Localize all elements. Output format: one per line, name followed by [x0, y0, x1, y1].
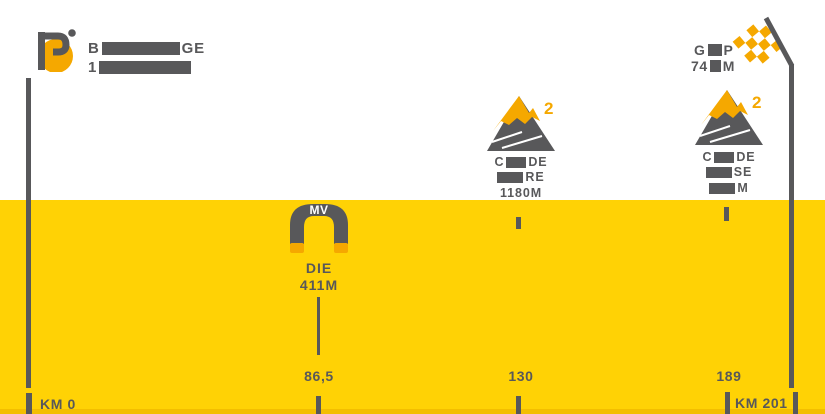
- cyclist-body: [38, 32, 45, 70]
- finish-flag-icon: [732, 16, 795, 68]
- finish-name-prefix: G: [694, 42, 706, 58]
- finish-name-label: G P: [694, 42, 733, 58]
- start-altitude-label: 1: [88, 59, 192, 76]
- finish-km-label: KM 201: [735, 395, 788, 411]
- mountain-summit: [493, 96, 540, 131]
- checkered-pattern: [732, 24, 784, 64]
- cyclist-head: [68, 29, 76, 37]
- finish-altitude-suffix: M: [722, 58, 736, 74]
- start-cyclist-icon: [38, 29, 76, 72]
- redaction-block: [707, 44, 722, 56]
- mountain-summit: [701, 90, 748, 125]
- start-name-suffix: GE: [181, 40, 205, 57]
- start-km-label: KM 0: [40, 396, 76, 412]
- climb-name-suffix: DE: [736, 150, 756, 164]
- climb-name-line2: RE: [466, 170, 576, 184]
- climb-category-2-icon: 2: [695, 90, 763, 145]
- sprint-altitude-label: 411M: [299, 277, 339, 293]
- cyclist-arm: [41, 32, 70, 56]
- sprint-town-label: DIE: [305, 260, 333, 276]
- sprint-connector-line: [317, 297, 320, 355]
- climb-km-tick: [725, 392, 730, 414]
- redaction-block: [709, 182, 736, 194]
- climb-km-label: 130: [508, 368, 534, 384]
- sprint-km-label: 86,5: [304, 368, 334, 384]
- climb-name-suffix: SE: [733, 165, 753, 179]
- finish-km-tick: [793, 392, 798, 414]
- mountain-road-lines: [491, 131, 543, 149]
- climb-name-line2: SE: [674, 165, 784, 179]
- climb-category-2-icon: 2: [487, 96, 555, 151]
- climb-altitude-label: 1180M: [466, 186, 576, 200]
- start-line: [26, 78, 31, 388]
- redaction-block: [497, 171, 524, 183]
- sprint-km-tick: [316, 396, 321, 414]
- redaction-block: [101, 42, 180, 55]
- finish-altitude-prefix: 74: [691, 58, 708, 74]
- redaction-block: [506, 156, 527, 168]
- start-name-prefix: B: [88, 40, 100, 57]
- finish-name-suffix: P: [723, 42, 734, 58]
- climb-km-tick: [516, 396, 521, 414]
- climb-name-suffix: RE: [525, 170, 545, 184]
- flag-pole: [763, 16, 795, 68]
- finish-line: [789, 64, 794, 388]
- climb-altitude-suffix: M: [737, 181, 749, 195]
- bottom-accent-strip: [0, 409, 825, 414]
- climb-altitude-label: M: [674, 181, 784, 195]
- sprint-arch-icon: MV: [290, 203, 348, 253]
- start-altitude-prefix: 1: [88, 59, 98, 76]
- climb-category-number: 2: [752, 93, 761, 112]
- climb-name-suffix: DE: [528, 155, 548, 169]
- start-name-label: B GE: [88, 40, 205, 57]
- arch-foot: [334, 243, 348, 253]
- climb-category-number: 2: [544, 99, 553, 118]
- arch-label: MV: [310, 203, 329, 217]
- climb-connector-line: [516, 217, 521, 229]
- climb-connector-line: [724, 207, 729, 221]
- redaction-block: [709, 60, 721, 72]
- climb-km-label: 189: [716, 368, 742, 384]
- mountain-road-lines: [699, 125, 751, 143]
- climb-name-prefix: C: [702, 150, 713, 164]
- redaction-block: [99, 61, 192, 74]
- arch-body: [290, 204, 348, 244]
- yellow-band: [0, 200, 825, 414]
- climb-altitude: 1180M: [499, 186, 543, 200]
- finish-altitude-label: 74 M: [691, 58, 735, 74]
- redaction-block: [714, 151, 735, 163]
- climb-name-line1: C DE: [466, 155, 576, 169]
- redaction-block: [705, 166, 732, 178]
- climb-name-prefix: C: [494, 155, 505, 169]
- start-km-tick: [26, 393, 32, 414]
- climb-name-line1: C DE: [674, 150, 784, 164]
- arch-foot: [290, 243, 304, 253]
